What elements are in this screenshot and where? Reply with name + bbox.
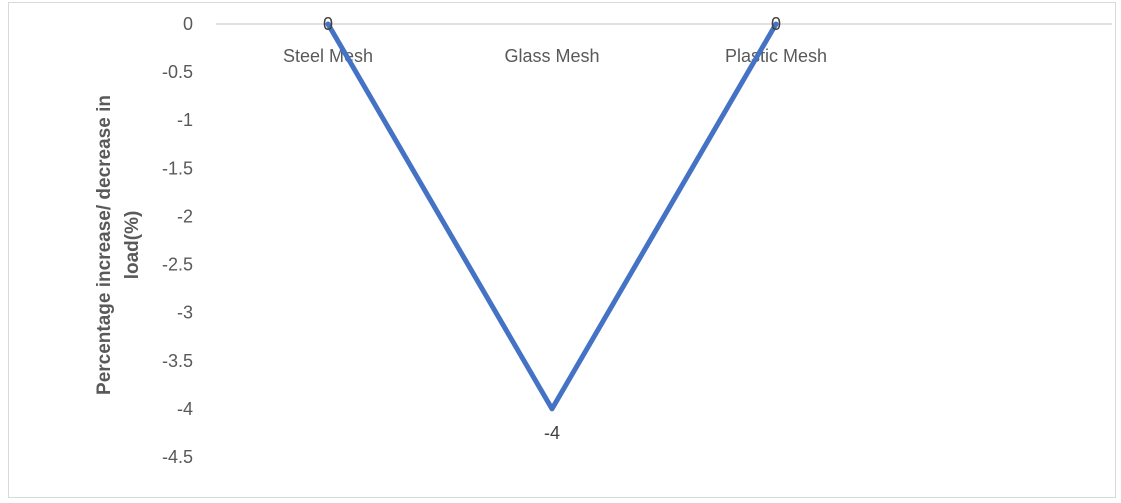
chart-frame [8,2,1116,498]
y-axis-ticks: 0 -0.5 -1 -1.5 -2 -2.5 -3 -3.5 -4 -4.5 [162,14,193,467]
y-tick-label: -1.5 [162,158,193,178]
y-tick-label: -1 [177,110,193,130]
data-label: 0 [323,14,333,34]
y-tick-label: 0 [183,14,193,34]
y-tick-label: -2 [177,206,193,226]
category-label: Steel Mesh [283,46,373,66]
y-axis-title-line-2: load(%) [122,211,143,280]
data-label: -4 [544,423,560,443]
y-tick-label: -2.5 [162,255,193,275]
y-tick-label: -3.5 [162,351,193,371]
data-labels: 0 -4 0 [323,14,781,443]
y-tick-label: -3 [177,303,193,323]
category-labels: Steel Mesh Glass Mesh Plastic Mesh [283,46,827,66]
category-label: Glass Mesh [504,46,599,66]
y-tick-label: -0.5 [162,62,193,82]
y-tick-label: -4 [177,399,193,419]
y-axis-title: Percentage increase/ decrease in load(%) [94,95,143,395]
data-label: 0 [771,14,781,34]
series-line [325,21,779,412]
y-axis-title-line-1: Percentage increase/ decrease in [94,95,115,395]
y-tick-label: -4.5 [162,447,193,467]
category-label: Plastic Mesh [725,46,827,66]
